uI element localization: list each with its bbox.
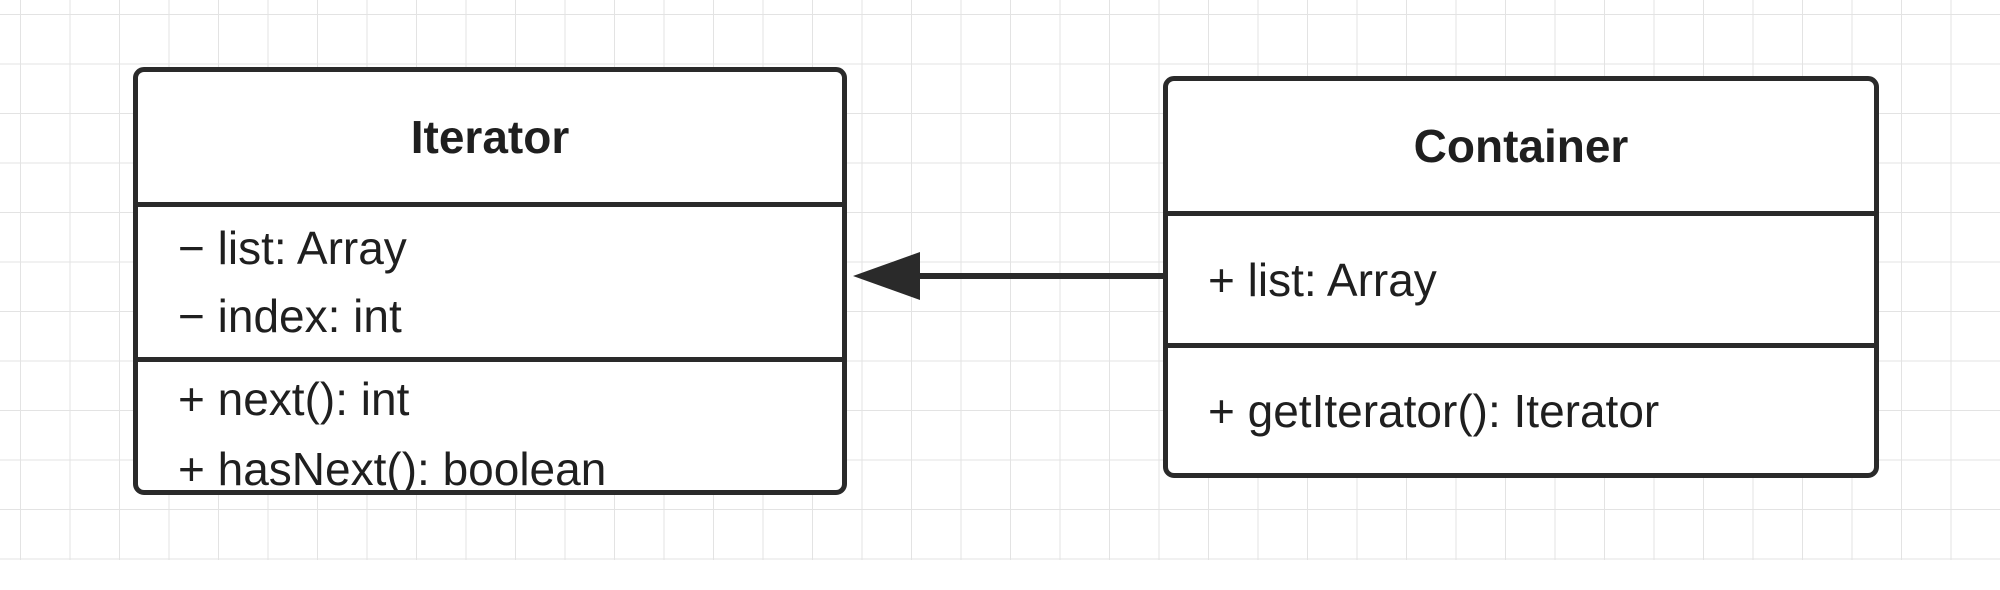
attribute: + list: Array xyxy=(1208,253,1437,306)
attributes-section: + list: Array xyxy=(1168,216,1874,348)
operation: + hasNext(): boolean xyxy=(178,443,607,495)
canvas-bottom-margin xyxy=(0,560,2000,590)
attribute: − list: Array xyxy=(178,222,407,274)
attribute: − index: int xyxy=(178,290,402,342)
operation: + next(): int xyxy=(178,373,410,425)
operations-section: + getIterator(): Iterator xyxy=(1168,348,1874,473)
operations-section: + next(): int + hasNext(): boolean xyxy=(138,362,842,495)
class-container[interactable]: Container + list: Array + getIterator():… xyxy=(1163,76,1879,478)
association-arrowhead xyxy=(853,252,920,300)
operation: + getIterator(): Iterator xyxy=(1208,384,1660,437)
class-name: Container xyxy=(1168,81,1874,216)
class-iterator[interactable]: Iterator − list: Array − index: int + ne… xyxy=(133,67,847,495)
class-name: Iterator xyxy=(138,72,842,207)
attributes-section: − list: Array − index: int xyxy=(138,207,842,362)
